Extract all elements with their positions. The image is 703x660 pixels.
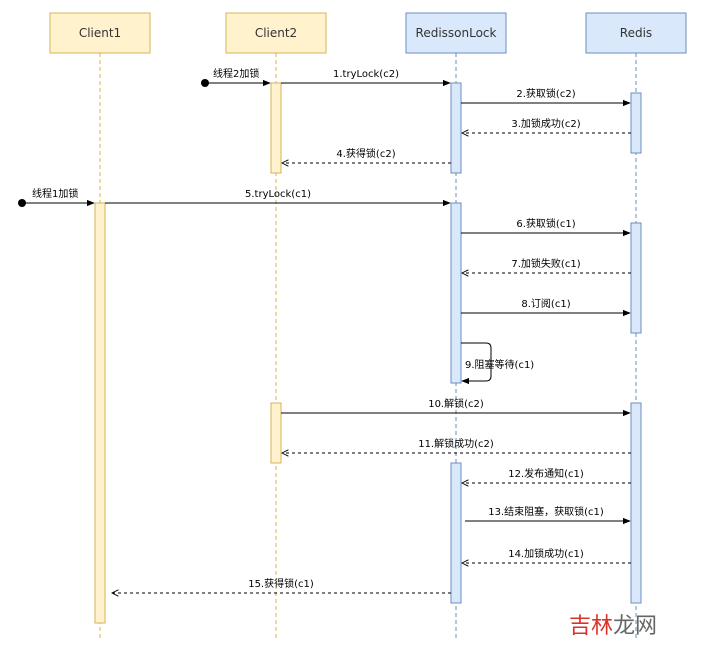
redisson-activation-1 bbox=[450, 82, 462, 174]
message-14-label: 14.加锁成功(c1) bbox=[508, 547, 584, 560]
participant-client1[interactable]: Client1 bbox=[49, 12, 151, 54]
message-11: 11.解锁成功(c2) bbox=[282, 437, 631, 453]
message-15: 15.获得锁(c1) bbox=[112, 577, 451, 593]
redisson-activation-3 bbox=[450, 462, 462, 604]
watermark: 吉林 龙网 bbox=[569, 614, 657, 639]
participant-client2-label: Client2 bbox=[255, 26, 297, 40]
thread2-start: 线程2加锁 bbox=[201, 67, 271, 87]
redis-activation-2 bbox=[630, 222, 642, 334]
message-9-label: 9.阻塞等待(c1) bbox=[465, 358, 534, 371]
message-10-label: 10.解锁(c2) bbox=[428, 397, 484, 410]
message-6: 6.获取锁(c1) bbox=[461, 217, 631, 237]
message-1-label: 1.tryLock(c2) bbox=[333, 69, 399, 80]
redisson-activation-2 bbox=[450, 202, 462, 384]
message-5: 5.tryLock(c1) bbox=[105, 189, 451, 207]
message-13-label: 13.结束阻塞，获取锁(c1) bbox=[488, 505, 604, 518]
watermark-part1: 吉林 bbox=[569, 614, 613, 639]
thread1-start: 线程1加锁 bbox=[18, 187, 95, 207]
message-2-label: 2.获取锁(c2) bbox=[516, 87, 575, 100]
message-10: 10.解锁(c2) bbox=[281, 397, 631, 417]
message-3-label: 3.加锁成功(c2) bbox=[511, 117, 580, 130]
message-7: 7.加锁失败(c1) bbox=[462, 257, 631, 273]
client1-activation bbox=[94, 202, 106, 624]
message-9-self: 9.阻塞等待(c1) bbox=[461, 342, 534, 385]
message-6-label: 6.获取锁(c1) bbox=[516, 217, 575, 230]
participant-client1-label: Client1 bbox=[79, 26, 121, 40]
redis-activation-3 bbox=[630, 402, 642, 604]
client2-activation-1 bbox=[270, 82, 282, 174]
watermark-part2: 龙网 bbox=[613, 614, 657, 639]
message-5-label: 5.tryLock(c1) bbox=[245, 189, 311, 200]
message-12: 12.发布通知(c1) bbox=[462, 467, 631, 483]
participant-redis[interactable]: Redis bbox=[585, 12, 687, 54]
message-1: 1.tryLock(c2) bbox=[281, 69, 451, 87]
participant-redis-label: Redis bbox=[620, 26, 652, 40]
client2-activation-2 bbox=[270, 402, 282, 464]
message-3: 3.加锁成功(c2) bbox=[462, 117, 631, 133]
participant-redissonlock-label: RedissonLock bbox=[416, 26, 497, 40]
message-7-label: 7.加锁失败(c1) bbox=[511, 257, 580, 270]
redis-activation-1 bbox=[630, 92, 642, 154]
participant-client2[interactable]: Client2 bbox=[225, 12, 327, 54]
participant-redissonlock[interactable]: RedissonLock bbox=[405, 12, 507, 54]
message-4: 4.获得锁(c2) bbox=[282, 147, 451, 163]
message-4-label: 4.获得锁(c2) bbox=[336, 147, 395, 160]
message-13: 13.结束阻塞，获取锁(c1) bbox=[465, 505, 631, 525]
message-12-label: 12.发布通知(c1) bbox=[508, 467, 584, 480]
thread1-start-label: 线程1加锁 bbox=[32, 187, 78, 200]
message-8: 8.订阅(c1) bbox=[461, 297, 631, 317]
message-11-label: 11.解锁成功(c2) bbox=[418, 437, 494, 450]
message-2: 2.获取锁(c2) bbox=[461, 87, 631, 107]
thread2-start-label: 线程2加锁 bbox=[213, 67, 259, 80]
message-15-label: 15.获得锁(c1) bbox=[248, 577, 314, 590]
message-8-label: 8.订阅(c1) bbox=[521, 297, 570, 310]
message-14: 14.加锁成功(c1) bbox=[462, 547, 631, 563]
